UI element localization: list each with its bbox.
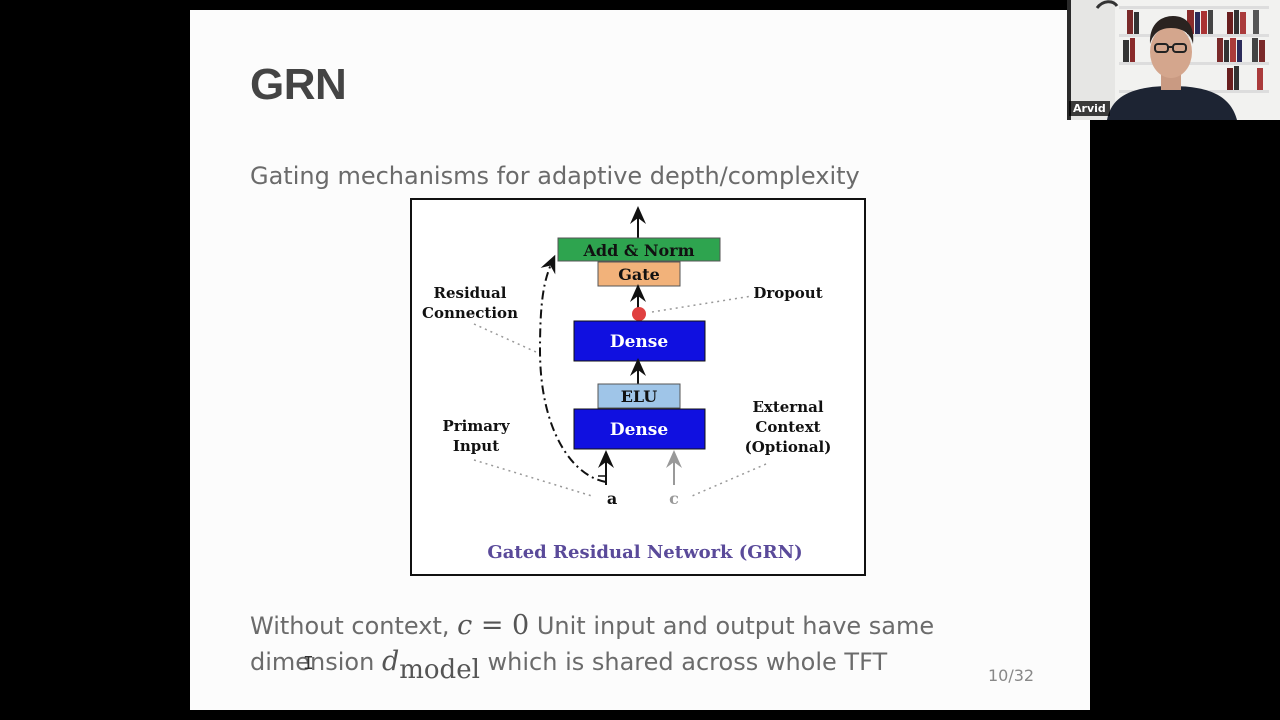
books (1123, 10, 1265, 90)
text-cursor-icon: I (303, 653, 314, 674)
bottom-line-1-prefix: Without context, (250, 612, 458, 640)
lamp (1095, 0, 1119, 9)
bottom-line-2-suffix: which is shared across whole TFT (479, 648, 888, 676)
bottom-text: Without context, c = 0 Unit input and ou… (250, 608, 1010, 685)
input-a-label: a (607, 489, 617, 508)
grn-diagram-svg: Add & Norm Gate Dense ELU Dense (422, 206, 832, 563)
bottom-line-1-suffix: Unit input and output have same (529, 612, 935, 640)
slide: GRN Gating mechanisms for adaptive depth… (190, 10, 1090, 710)
elu-label: ELU (621, 387, 658, 406)
webcam-video[interactable]: Arvid (1067, 0, 1280, 120)
slide-subtitle: Gating mechanisms for adaptive depth/com… (250, 162, 860, 190)
dense-bottom-label: Dense (610, 420, 668, 440)
page-number: 10/32 (988, 666, 1035, 685)
add-norm-label: Add & Norm (582, 241, 694, 260)
gate-label: Gate (618, 265, 660, 284)
primary-label-2: Input (453, 437, 499, 455)
math-equals-zero: = 0 (472, 610, 530, 641)
dense-bottom-box (573, 408, 706, 450)
gate-box (597, 261, 681, 287)
primary-label-1: Primary (442, 417, 510, 435)
primary-leader (473, 459, 593, 497)
external-label-3: (Optional) (745, 438, 832, 456)
bottom-line-1: Without context, c = 0 Unit input and ou… (250, 608, 1010, 644)
input-c-label: c (669, 489, 679, 508)
math-d-subscript: model (399, 655, 480, 685)
dropout-dot (632, 307, 646, 321)
person-shirt (1107, 86, 1237, 120)
slide-title: GRN (250, 60, 347, 109)
external-leader (691, 463, 767, 497)
webcam-name-label: Arvid (1069, 101, 1110, 116)
dropout-label: Dropout (753, 284, 822, 302)
residual-label-2: Connection (422, 304, 518, 322)
external-label-2: Context (755, 418, 820, 436)
webcam-scene (1067, 0, 1280, 120)
elu-box (597, 383, 681, 409)
dropout-leader (651, 295, 753, 313)
math-d: d (381, 646, 400, 677)
math-c: c (457, 610, 473, 641)
diagram-caption: Gated Residual Network (GRN) (487, 542, 802, 563)
dense-top-label: Dense (610, 332, 668, 352)
residual-label-1: Residual (434, 284, 507, 302)
grn-diagram: Add & Norm Gate Dense ELU Dense (410, 198, 866, 576)
residual-leader (473, 323, 537, 353)
person-face (1150, 26, 1192, 78)
bottom-line-2-prefix: dimension (250, 648, 382, 676)
bottom-line-2: dimension dmodel which is shared across … (250, 644, 1010, 685)
external-label-1: External (752, 398, 823, 416)
residual-connection-line (538, 254, 607, 483)
add-norm-box (557, 237, 721, 262)
